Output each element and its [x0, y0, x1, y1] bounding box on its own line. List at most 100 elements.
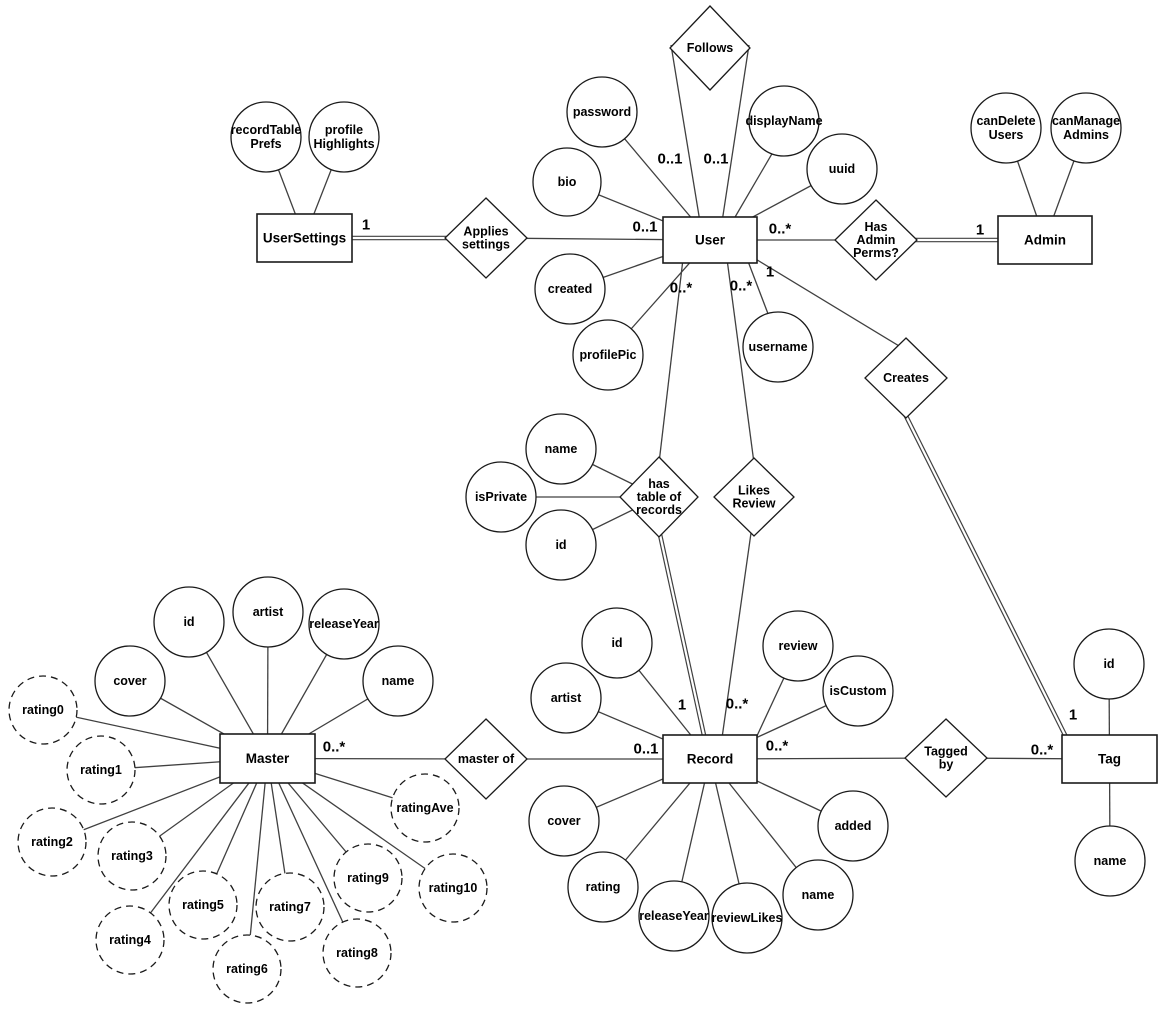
- entity-tag: Tag: [1061, 734, 1158, 784]
- attribute-label: name: [802, 888, 835, 902]
- attribute-m-rating3: rating3: [97, 821, 167, 891]
- attribute-label: name: [1094, 854, 1127, 868]
- edge-user-likes-review: [726, 258, 755, 464]
- relationship-label: Applies: [463, 225, 508, 239]
- attribute-label: displayName: [745, 114, 822, 128]
- attribute-label: review: [779, 639, 818, 653]
- attribute-u-profilepic: profilePic: [572, 319, 644, 391]
- attribute-r-name: name: [782, 859, 854, 931]
- attribute-label: bio: [558, 175, 577, 189]
- attribute-r-added: added: [817, 790, 889, 862]
- entity-label: Record: [687, 752, 734, 767]
- entity-label: Tag: [1098, 752, 1121, 767]
- attribute-label: ratingAve: [396, 801, 453, 815]
- attribute-u-created: created: [534, 253, 606, 325]
- relationship-label: Follows: [687, 41, 734, 55]
- attribute-r-releaseyear: releaseYear: [638, 880, 710, 952]
- attribute-label: name: [382, 674, 415, 688]
- attribute-label: rating5: [182, 898, 224, 912]
- relationship-label: Has: [865, 220, 888, 234]
- attribute-m-ratingave: ratingAve: [390, 773, 460, 843]
- cardinality-label: 0..*: [769, 221, 792, 238]
- attribute-u-uuid: uuid: [806, 133, 878, 205]
- cardinality-label: 1: [362, 217, 370, 234]
- attribute-label: username: [748, 340, 807, 354]
- attribute-m-rating1: rating1: [66, 735, 136, 805]
- entity-user: User: [662, 216, 758, 264]
- attribute-r-reviewlikes: reviewLikes: [711, 882, 783, 954]
- attribute-label: id: [555, 538, 566, 552]
- cardinality-label: 0..*: [670, 280, 693, 297]
- attribute-label: id: [611, 636, 622, 650]
- attribute-label: rating0: [22, 703, 64, 717]
- relationship-label: master of: [458, 752, 515, 766]
- attribute-label: profile: [325, 123, 363, 137]
- edge-m-rating4-master: [129, 758, 269, 941]
- attribute-label: isPrivate: [475, 490, 527, 504]
- attribute-label: recordTable: [231, 123, 302, 137]
- attribute-label: id: [1103, 657, 1114, 671]
- attribute-label: Admins: [1063, 128, 1109, 142]
- edge-user-creates: [753, 257, 910, 353]
- relationship-label: Review: [732, 497, 775, 511]
- attribute-m-rating0: rating0: [8, 675, 78, 745]
- cardinality-label: 0..*: [323, 739, 346, 756]
- edge-follows-user: [670, 44, 701, 223]
- attribute-label: cover: [547, 814, 580, 828]
- attribute-label: rating10: [429, 881, 478, 895]
- attribute-label: isCustom: [830, 684, 887, 698]
- relationship-follows: Follows: [669, 5, 751, 91]
- attribute-label: rating8: [336, 946, 378, 960]
- cardinality-label: 0..*: [726, 696, 749, 713]
- attribute-m-artist: artist: [232, 576, 304, 648]
- attribute-m-cover: cover: [94, 645, 166, 717]
- attribute-u-bio: bio: [532, 147, 602, 217]
- entity-label: Admin: [1024, 233, 1066, 248]
- attribute-m-name: name: [362, 645, 434, 717]
- attribute-label: rating6: [226, 962, 268, 976]
- relationship-label: Tagged: [924, 745, 968, 759]
- entity-label: Master: [246, 751, 290, 766]
- cardinality-label: 1: [976, 222, 984, 239]
- attribute-label: rating2: [31, 835, 73, 849]
- relationship-label: has: [648, 477, 670, 491]
- attribute-m-rating7: rating7: [255, 872, 325, 942]
- attribute-t-name: name: [1074, 825, 1146, 897]
- relationship-label: Creates: [883, 371, 929, 385]
- entity-admin: Admin: [997, 215, 1093, 265]
- attribute-m-rating5: rating5: [168, 870, 238, 940]
- edge-creates-tag: [898, 404, 1071, 743]
- attribute-label: profilePic: [580, 348, 637, 362]
- relationship-label: Likes: [738, 484, 770, 498]
- attribute-m-rating4: rating4: [95, 905, 165, 975]
- cardinality-label: 0..1: [657, 151, 682, 168]
- attribute-label: name: [545, 442, 578, 456]
- attribute-r-review: review: [762, 610, 834, 682]
- attribute-label: releaseYear: [639, 909, 709, 923]
- cardinality-label: 1: [766, 264, 774, 281]
- edge-follows-user: [721, 44, 750, 223]
- attribute-u-username: username: [742, 311, 814, 383]
- attribute-m-rating10: rating10: [418, 853, 488, 923]
- relationship-label: Perms?: [853, 246, 899, 260]
- attribute-m-rating2: rating2: [17, 807, 87, 877]
- relationship-label: by: [939, 758, 954, 772]
- entity-label: User: [695, 233, 726, 248]
- cardinality-label: 0..*: [766, 738, 789, 755]
- attribute-r-artist: artist: [530, 662, 602, 734]
- attribute-m-id: id: [153, 586, 225, 658]
- attribute-label: Prefs: [250, 137, 281, 151]
- cardinality-label: 0..1: [632, 219, 657, 236]
- attribute-label: Users: [989, 128, 1024, 142]
- entity-user-settings: UserSettings: [256, 213, 353, 263]
- attribute-label: canManage: [1052, 114, 1120, 128]
- relationship-label: table of: [637, 490, 682, 504]
- attribute-m-rating6: rating6: [212, 934, 282, 1004]
